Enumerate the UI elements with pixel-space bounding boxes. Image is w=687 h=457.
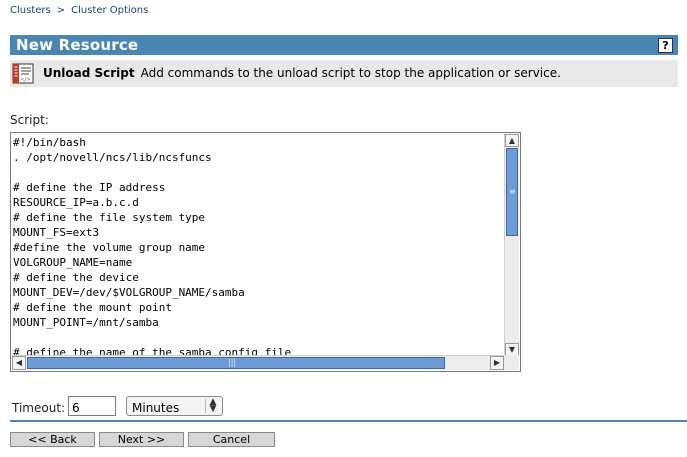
scroll-up-icon[interactable]: ▲ [505,134,519,147]
back-button[interactable]: << Back [10,432,95,447]
breadcrumb-separator: > [56,5,66,16]
scrollbar-corner [504,355,519,370]
page-title: New Resource [16,36,139,54]
script-label: Script: [10,113,49,127]
page-header: New Resource ? [10,35,678,55]
timeout-input[interactable] [68,396,116,416]
timeout-label: Timeout: [12,401,66,415]
description-title: Unload Script [43,66,135,80]
scroll-left-icon[interactable]: ◀ [12,356,26,370]
description-text: Unload Script Add commands to the unload … [43,66,561,80]
select-arrows-icon: ▲▼ [205,398,220,414]
breadcrumb-link-clusters[interactable]: Clusters [10,5,51,16]
timeout-unit-select[interactable]: Minutes ▲▼ [126,396,223,416]
svg-text:</>: </> [21,77,30,83]
vertical-scrollbar[interactable]: ▲ ≡ ▼ [504,134,519,356]
breadcrumb: Clusters > Cluster Options [10,5,148,16]
script-icon: </> [12,63,34,84]
script-textarea[interactable]: #!/bin/bash . /opt/novell/ncs/lib/ncsfun… [10,132,521,372]
breadcrumb-link-cluster-options[interactable]: Cluster Options [71,5,149,16]
vertical-scroll-thumb[interactable]: ≡ [506,148,518,236]
help-icon[interactable]: ? [658,38,673,53]
cancel-button[interactable]: Cancel [188,432,275,447]
next-button[interactable]: Next >> [99,432,184,447]
footer-divider [10,420,687,422]
description-bar: </> Unload Script Add commands to the unl… [10,60,678,87]
description-body: Add commands to the unload script to sto… [140,66,561,80]
scroll-right-icon[interactable]: ▶ [490,356,504,370]
script-content[interactable]: #!/bin/bash . /opt/novell/ncs/lib/ncsfun… [13,136,292,357]
horizontal-scroll-thumb[interactable]: ||| [27,357,445,369]
horizontal-scrollbar[interactable]: ◀ ||| ▶ [12,355,504,370]
timeout-unit-value: Minutes [132,401,180,415]
